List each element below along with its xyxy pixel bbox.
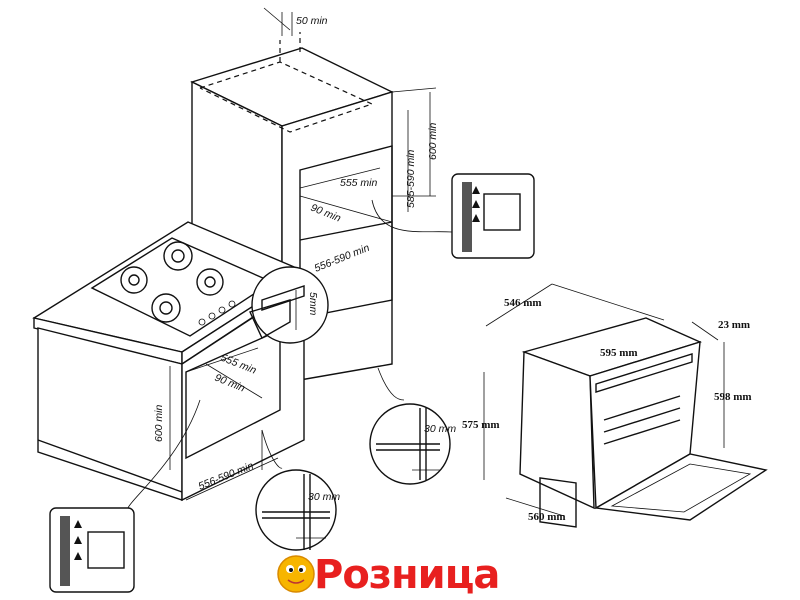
label-detail-30a: 30 mm [424,423,456,435]
label-base-600: 600 min [153,404,165,442]
label-oven-598: 598 mm [714,391,752,403]
detail-column-profile [369,367,451,485]
detail-base-profile [255,429,337,551]
label-detail-30b: 30 mm [308,491,340,503]
rozniza-logo: Розница [277,551,501,599]
label-oven-546: 546 mm [504,297,542,309]
label-oven-575: 575 mm [462,419,500,431]
mascot-icon [277,555,315,593]
logo-text: Розница [314,552,499,598]
label-col-600: 600 min [427,122,439,160]
label-hob-5: 5mm [307,292,319,316]
oven-drawing [483,283,768,528]
label-col-585: 585-590 min [405,149,417,208]
label-oven-23: 23 mm [718,319,750,331]
detail-column-corner [371,173,535,259]
hob-burners [120,241,236,326]
hob-detail-circle [249,266,329,344]
base-cabinet [32,221,308,502]
detail-base-corner [49,399,201,593]
label-oven-595: 595 mm [600,347,638,359]
label-col-555: 555 min [340,177,378,189]
label-oven-560: 560 mm [528,511,566,523]
label-top-50: 50 min [296,15,328,27]
